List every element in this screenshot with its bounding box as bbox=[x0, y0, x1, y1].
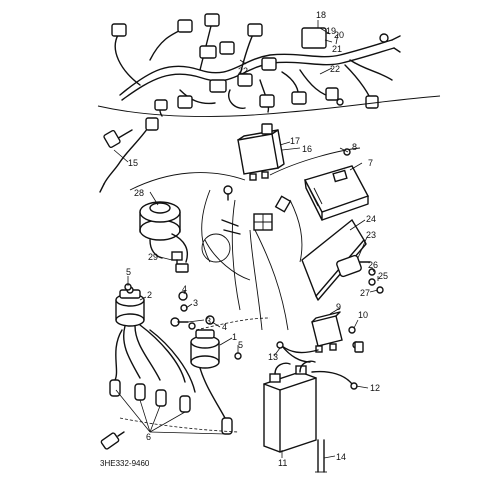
callout-23: 23 bbox=[366, 230, 376, 240]
fuse-holder bbox=[100, 431, 125, 450]
callout-5-right: 5 bbox=[238, 340, 243, 350]
callout-17: 17 bbox=[290, 136, 300, 146]
callout-16: 16 bbox=[302, 144, 312, 154]
callout-7: 7 bbox=[368, 158, 373, 168]
callout-27: 27 bbox=[360, 288, 370, 298]
leader-lines bbox=[113, 20, 379, 459]
callout-24: 24 bbox=[366, 214, 376, 224]
relay-unit bbox=[237, 123, 285, 181]
callout-20: 20 bbox=[334, 30, 344, 40]
callout-22-left: 22 bbox=[238, 66, 248, 76]
wire-harness bbox=[111, 13, 401, 117]
starter-relay bbox=[281, 311, 364, 354]
bolt-washer-set bbox=[124, 283, 242, 360]
drawing-code: 3HE332-9460 bbox=[100, 459, 150, 468]
callout-22-right: 22 bbox=[330, 64, 340, 74]
callout-19: 19 bbox=[326, 26, 336, 36]
callout-14: 14 bbox=[336, 452, 346, 462]
callout-1: 1 bbox=[232, 332, 237, 342]
screw-29 bbox=[171, 251, 189, 273]
callout-3-top: 3 bbox=[193, 298, 198, 308]
callout-18: 18 bbox=[316, 10, 326, 20]
harness-separator-line bbox=[97, 95, 441, 118]
main-switch bbox=[139, 201, 189, 263]
callout-5-top: 5 bbox=[126, 267, 131, 277]
callout-26: 26 bbox=[368, 260, 378, 270]
callout-21: 21 bbox=[332, 44, 342, 54]
callout-6: 6 bbox=[146, 432, 151, 442]
ignition-coil-rear bbox=[190, 329, 220, 369]
callout-28: 28 bbox=[134, 188, 144, 198]
callout-13: 13 bbox=[268, 352, 278, 362]
callout-10: 10 bbox=[358, 310, 368, 320]
callout-11: 11 bbox=[278, 458, 287, 468]
ignition-coil-front bbox=[115, 286, 145, 327]
callout-12: 12 bbox=[370, 383, 380, 393]
cdi-unit bbox=[303, 148, 370, 221]
callout-labels: 18 19 20 21 22 22 15 17 16 8 7 28 29 24 … bbox=[100, 10, 388, 468]
callout-4-top: 4 bbox=[182, 284, 187, 294]
callout-8: 8 bbox=[352, 142, 357, 152]
battery bbox=[263, 360, 317, 453]
rectifier-regulator bbox=[301, 218, 384, 301]
callout-29: 29 bbox=[148, 252, 158, 262]
callout-9: 9 bbox=[336, 302, 341, 312]
plug-leads bbox=[109, 324, 233, 435]
sidestand-switch-lead bbox=[99, 117, 159, 193]
breather-pipe bbox=[317, 439, 325, 473]
callout-2: 2 bbox=[147, 290, 152, 300]
callout-15: 15 bbox=[128, 158, 138, 168]
callout-3-mid: 3 bbox=[206, 316, 211, 326]
callout-25: 25 bbox=[378, 271, 388, 281]
frame-bracket bbox=[129, 147, 361, 331]
callout-4-mid: 4 bbox=[222, 322, 227, 332]
